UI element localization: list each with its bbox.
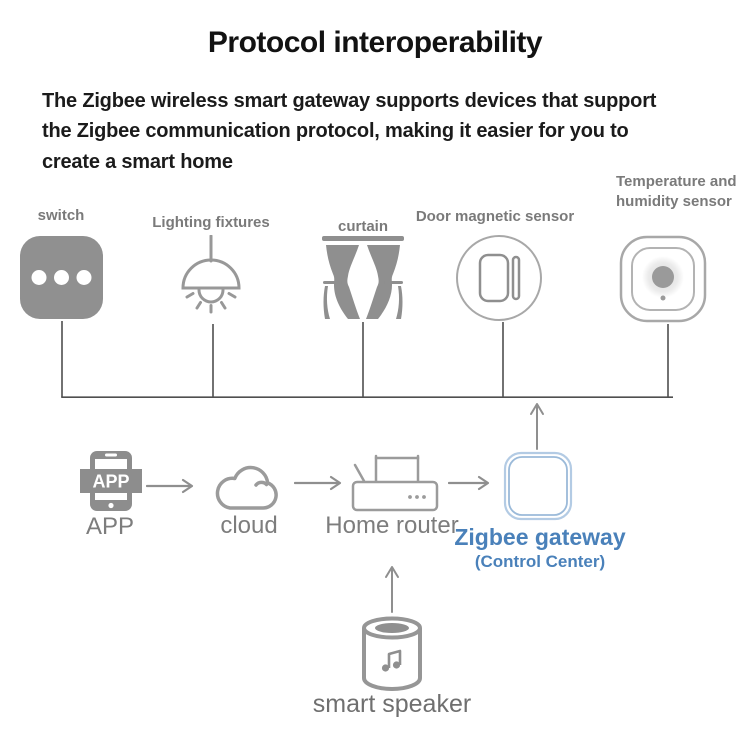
curtain-icon <box>322 236 404 319</box>
door-magnetic-sensor-label: Door magnetic sensor <box>415 208 575 225</box>
app-phone-icon: APP <box>80 451 142 511</box>
smart-speaker-icon <box>362 616 422 691</box>
page-title: Protocol interoperability <box>207 26 543 59</box>
home-router-label: Home router <box>325 512 459 539</box>
app-label: APP <box>85 513 135 540</box>
curtain-label: curtain <box>337 218 389 235</box>
control-center-label: (Control Center) <box>474 552 606 571</box>
page-subtitle: The Zigbee wireless smart gateway suppor… <box>42 90 657 173</box>
music-note-glyph <box>381 649 402 672</box>
smart-speaker-label: smart speaker <box>312 690 472 718</box>
arrow-app-to-cloud <box>146 478 194 494</box>
home-router-icon <box>351 454 439 512</box>
app-badge-text: APP <box>92 472 129 492</box>
zigbee-gateway-icon <box>503 451 573 521</box>
gateway-up-arrow <box>530 403 544 450</box>
switch-label: switch <box>37 207 85 224</box>
switch-icon <box>20 236 103 319</box>
arrow-cloud-to-router <box>294 475 342 491</box>
lighting-fixtures-label: Lighting fixtures <box>152 214 270 231</box>
temperature-humidity-sensor-icon <box>619 235 707 323</box>
speaker-up-arrow <box>385 566 399 613</box>
pendant-lamp-icon <box>181 235 241 314</box>
door-magnetic-sensor-icon <box>456 235 542 321</box>
cloud-icon <box>215 465 278 510</box>
arrow-router-to-gateway <box>448 475 490 491</box>
zigbee-gateway-label: Zigbee gateway <box>454 524 626 550</box>
temperature-humidity-sensor-label: Temperature and humidity sensor <box>616 173 737 210</box>
cloud-label: cloud <box>220 512 278 539</box>
